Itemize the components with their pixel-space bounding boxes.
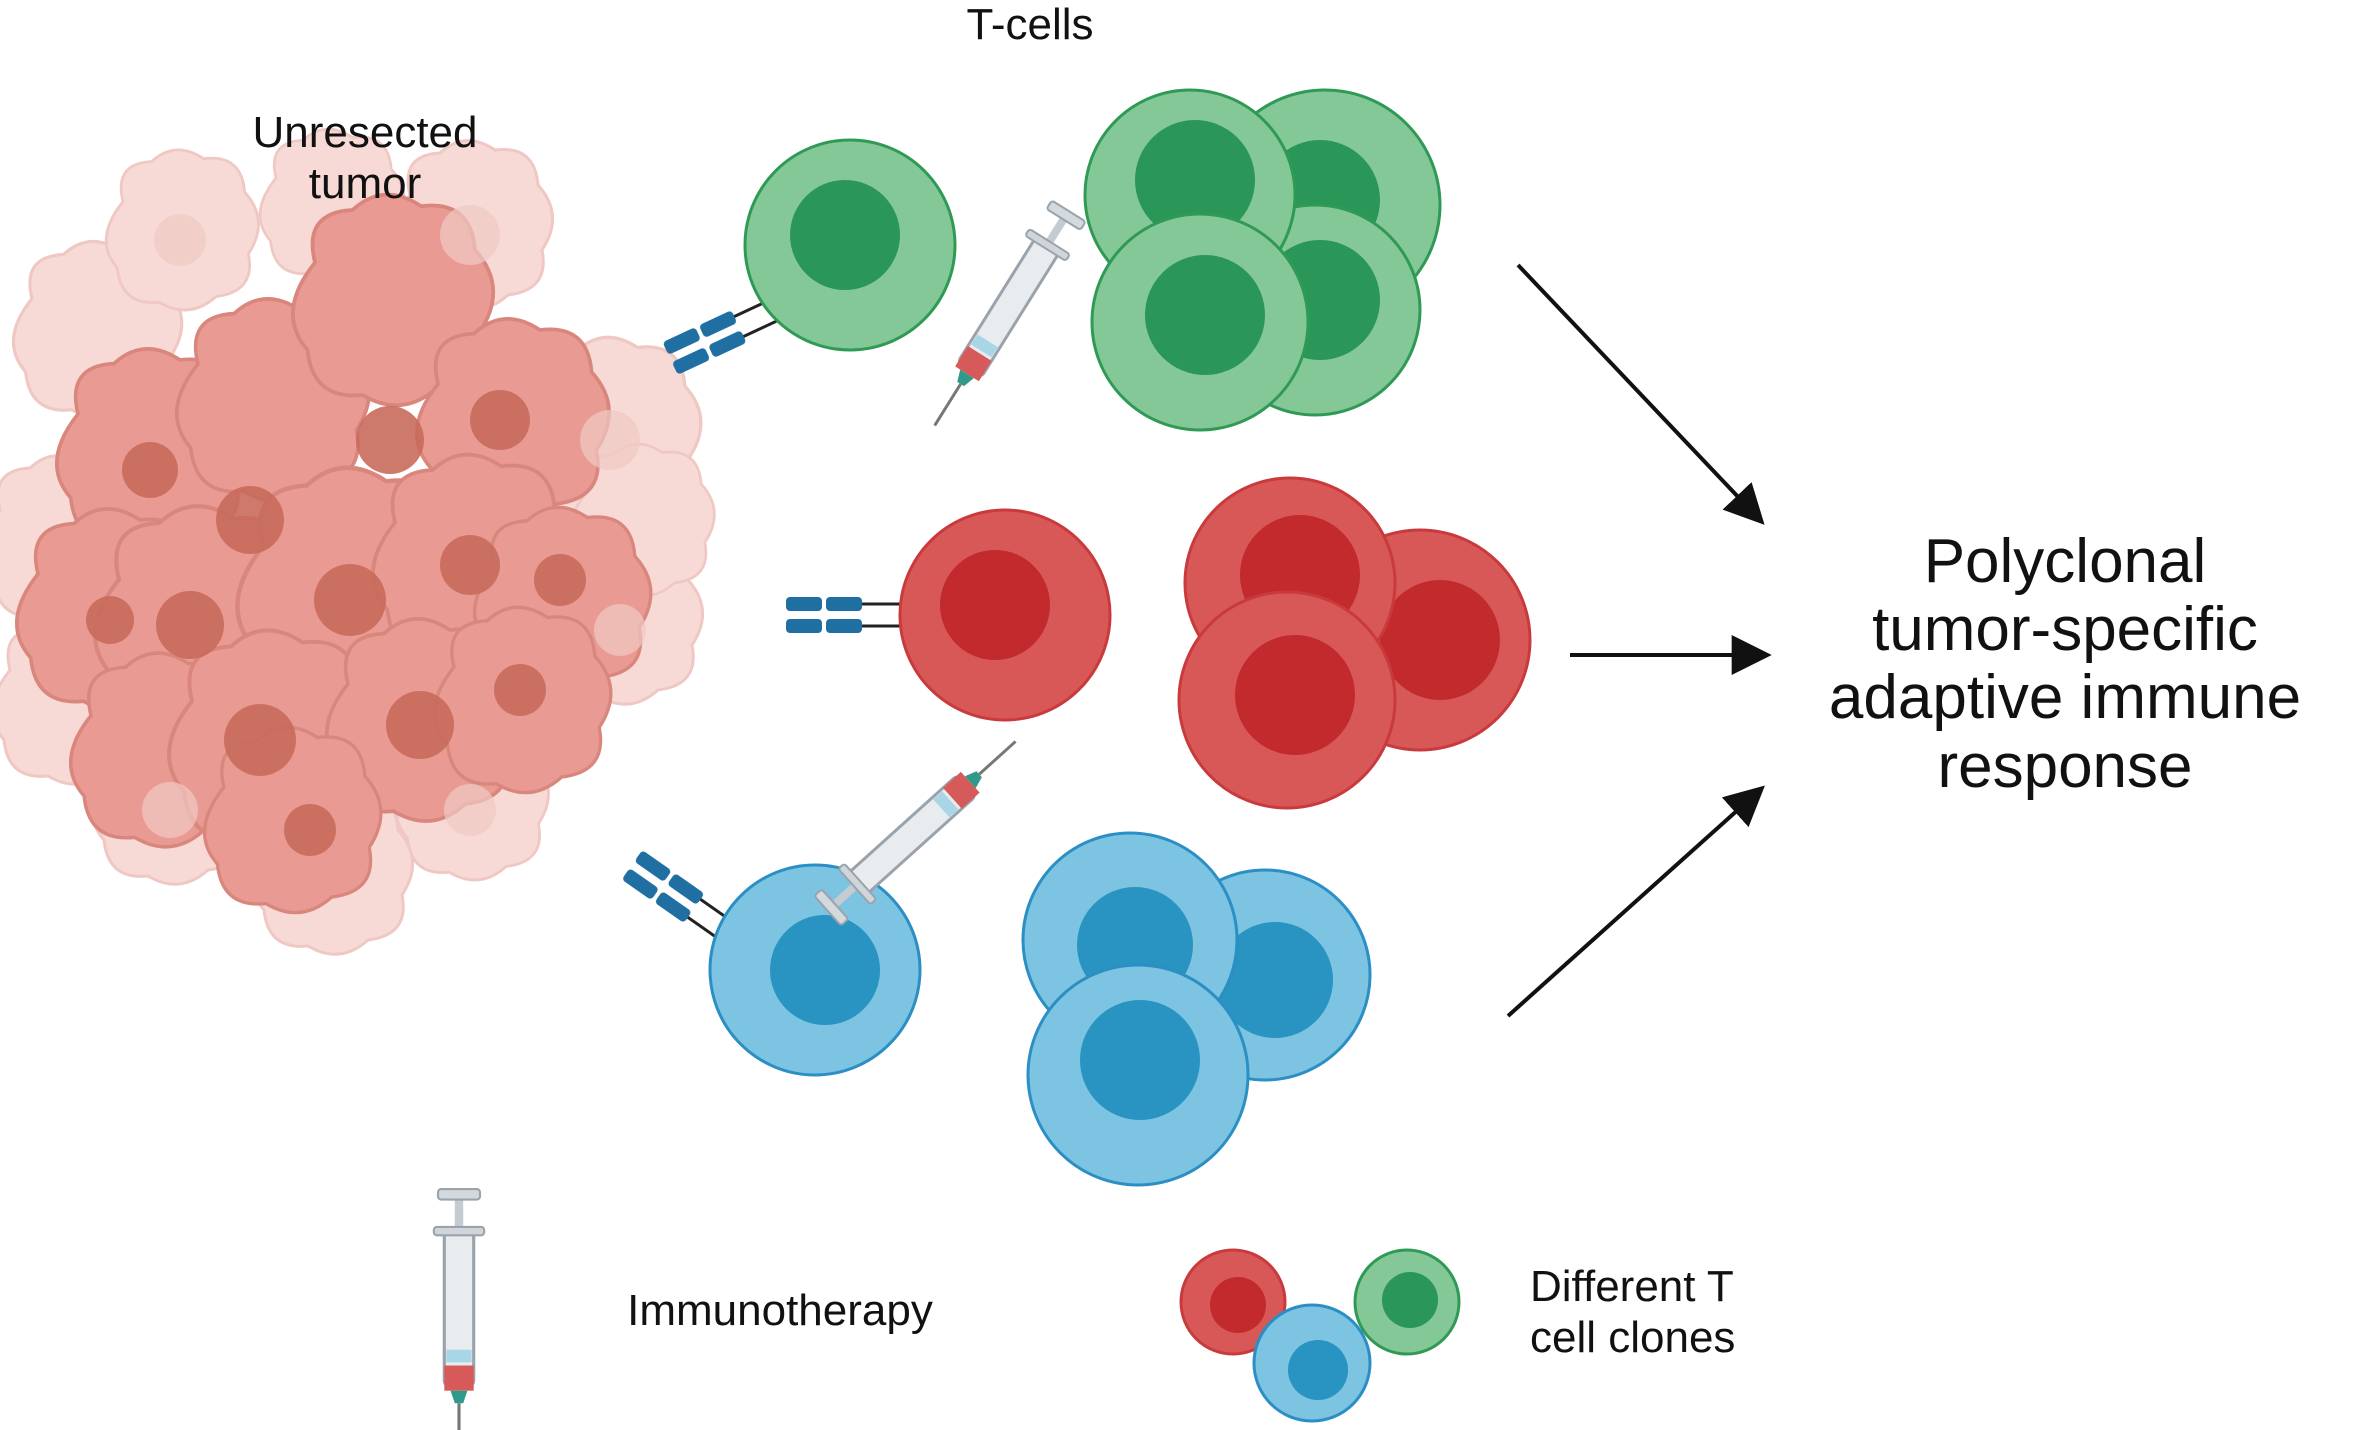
t-cell-cluster-blue <box>1021 831 1372 1187</box>
response-label: Polyclonal tumor-specific adaptive immun… <box>1828 527 2302 801</box>
legend-t-cell-clones <box>1179 1248 1461 1423</box>
t-cell-cluster-red <box>1177 476 1532 810</box>
syringe-icon <box>810 722 1034 931</box>
t-cells-label: T-cells <box>966 0 1094 49</box>
clones-label: Different T cell clones <box>1530 1262 1736 1362</box>
t-cell-blue-single <box>708 863 922 1077</box>
arrow-icon <box>1506 263 1772 1018</box>
immunotherapy-label: Immunotherapy <box>627 1286 933 1335</box>
tumor-label: Unresected tumor <box>252 108 478 208</box>
t-cell-red-single <box>898 508 1112 722</box>
legend-syringe-icon <box>432 1187 486 1430</box>
t-cell-cluster-green <box>1083 88 1442 432</box>
antibody-icon <box>784 595 912 635</box>
t-cell-green-single <box>743 138 957 352</box>
tumor-mass <box>0 127 716 956</box>
